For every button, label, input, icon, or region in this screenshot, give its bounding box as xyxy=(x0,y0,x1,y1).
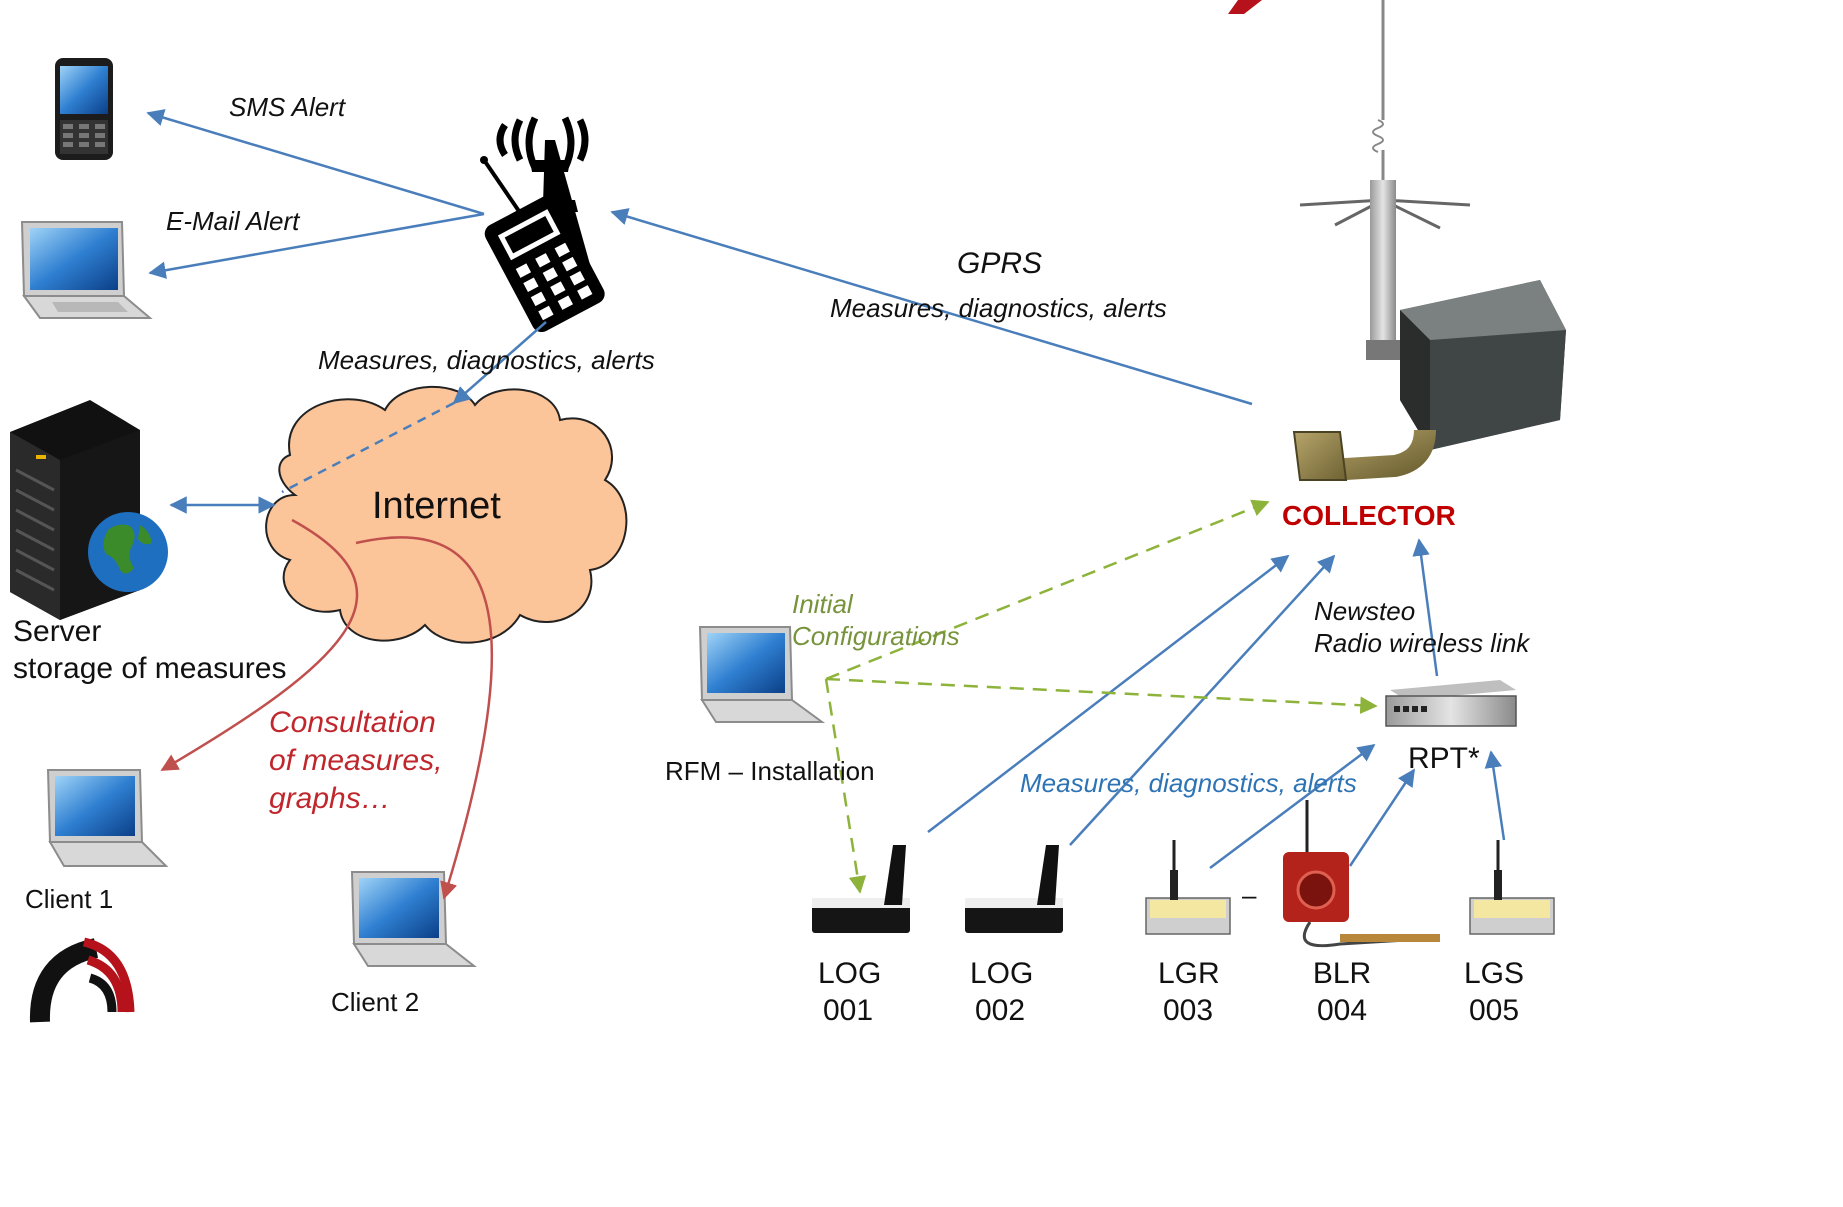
arrow-rfm-to-rpt xyxy=(825,677,1378,714)
red-arrows xyxy=(160,518,494,900)
server-label: Server xyxy=(13,615,102,648)
sms-alert-label: SMS Alert xyxy=(229,92,346,122)
dash-mark: – xyxy=(1242,880,1257,910)
arrow-tower-to-laptop xyxy=(148,212,485,279)
device-log002-name: LOG xyxy=(970,957,1034,990)
rfm-installation-label: RFM – Installation xyxy=(665,756,875,786)
newsteo-label: Newsteo xyxy=(1314,596,1416,626)
arrow-rpt-to-collector xyxy=(1412,538,1439,677)
initial-config-label-1: Initial xyxy=(792,589,853,619)
gsm-tower-icon xyxy=(480,116,605,333)
brand-mark-top xyxy=(1228,0,1262,14)
arrow-internet-to-client1 xyxy=(160,518,359,772)
arrow-internet-to-client2 xyxy=(355,536,494,900)
rfm-laptop-icon xyxy=(698,626,826,723)
arrow-collector-to-tower xyxy=(610,208,1253,406)
dashed-internet-link xyxy=(281,401,455,494)
collector-label: COLLECTOR xyxy=(1282,500,1456,531)
gprs-flow-label: Measures, diagnostics, alerts xyxy=(830,293,1167,323)
newsteo-logo xyxy=(29,937,135,1023)
email-laptop-icon xyxy=(20,221,153,319)
gprs-label: GPRS xyxy=(957,247,1043,280)
radio-link-label: Radio wireless link xyxy=(1314,628,1530,658)
rpt-label: RPT* xyxy=(1408,742,1480,775)
sensor-lgs005-icon xyxy=(1469,840,1555,935)
email-alert-label: E-Mail Alert xyxy=(166,206,300,236)
consultation-label-1: Consultation xyxy=(269,706,436,739)
arrow-tower-to-internet xyxy=(452,321,547,405)
device-log001-id: 001 xyxy=(822,994,874,1027)
sensor-lgr003-icon xyxy=(1145,840,1231,935)
device-lgs005-name: LGS xyxy=(1464,957,1525,990)
arrow-lgr003-to-rpt xyxy=(1209,743,1376,869)
client2-label: Client 2 xyxy=(331,987,420,1017)
arrow-tower-to-phone xyxy=(146,109,485,216)
green-dashed-arrows xyxy=(824,499,1378,894)
device-log002-id: 002 xyxy=(974,994,1026,1027)
sensor-blr004-icon xyxy=(1283,800,1441,948)
device-lgs005-id: 005 xyxy=(1468,994,1520,1027)
arrow-rfm-to-log001 xyxy=(824,678,867,894)
initial-config-label-2: Configurations xyxy=(792,621,960,651)
arrow-rfm-to-collector xyxy=(825,499,1270,681)
rpt-repeater-icon xyxy=(1385,680,1517,727)
collector-device-icon xyxy=(1292,0,1566,481)
device-blr004-name: BLR xyxy=(1312,957,1372,990)
server-icon xyxy=(10,400,168,620)
sensor-log002-icon xyxy=(965,845,1063,933)
arrow-blr004-to-rpt xyxy=(1348,768,1416,867)
client1-label: Client 1 xyxy=(25,884,114,914)
consultation-label-2: of measures, xyxy=(269,744,443,777)
device-log001-name: LOG xyxy=(818,957,882,990)
mobile-phone-icon xyxy=(55,58,113,160)
consultation-label-3: graphs… xyxy=(269,782,391,815)
arrow-log002-to-collector xyxy=(1069,554,1336,846)
sensor-log001-icon xyxy=(812,845,910,933)
device-blr004-id: 004 xyxy=(1316,994,1368,1027)
client1-laptop-icon xyxy=(46,769,169,867)
device-lgr003-id: 003 xyxy=(1162,994,1214,1027)
internet-label: Internet xyxy=(372,485,501,527)
device-lgr003-name: LGR xyxy=(1158,957,1220,990)
blue-arrows xyxy=(146,109,1506,869)
internet-flow-label: Measures, diagnostics, alerts xyxy=(318,345,655,375)
sensor-flow-label: Measures, diagnostics, alerts xyxy=(1020,768,1357,798)
server-storage-label: storage of measures xyxy=(13,652,287,685)
arrow-lgs005-to-rpt xyxy=(1484,750,1506,841)
client2-laptop-icon xyxy=(350,871,477,967)
